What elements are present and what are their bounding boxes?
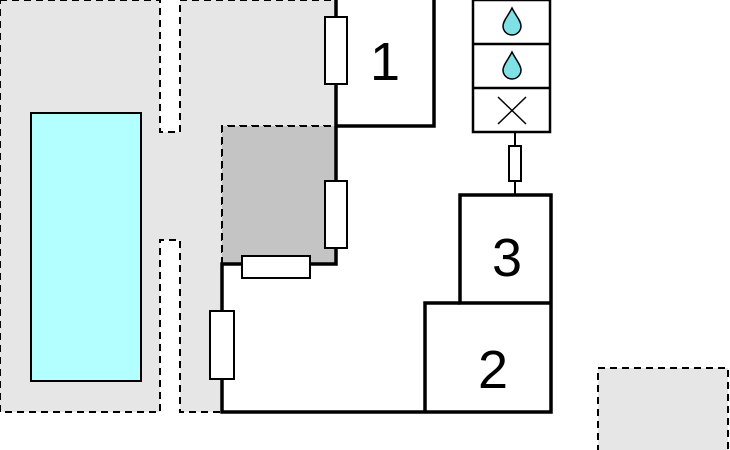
water-drop-icon	[502, 6, 522, 36]
bathroom-block	[471, 0, 552, 134]
window-left	[209, 310, 235, 380]
room-3-label: 3	[492, 228, 522, 288]
room-1-label: 1	[370, 32, 400, 92]
cross-icon	[497, 96, 527, 125]
pool	[30, 112, 142, 382]
covered-area	[222, 126, 336, 264]
water-drop-icon	[502, 50, 522, 80]
window-small	[508, 145, 522, 182]
window-horizontal	[241, 255, 311, 279]
windows	[209, 16, 522, 380]
bathroom-outline	[471, 0, 552, 134]
wall-room-2	[423, 301, 460, 412]
terrace-bottom-right	[597, 367, 729, 450]
covered-area-border	[221, 125, 336, 264]
outer-wall	[220, 0, 553, 414]
window-middle	[324, 180, 348, 249]
window-top	[324, 16, 348, 85]
wall-room-3	[458, 193, 551, 305]
room-2-label: 2	[478, 340, 508, 400]
house-walls	[220, 0, 553, 414]
wall-room-1	[336, 0, 436, 128]
